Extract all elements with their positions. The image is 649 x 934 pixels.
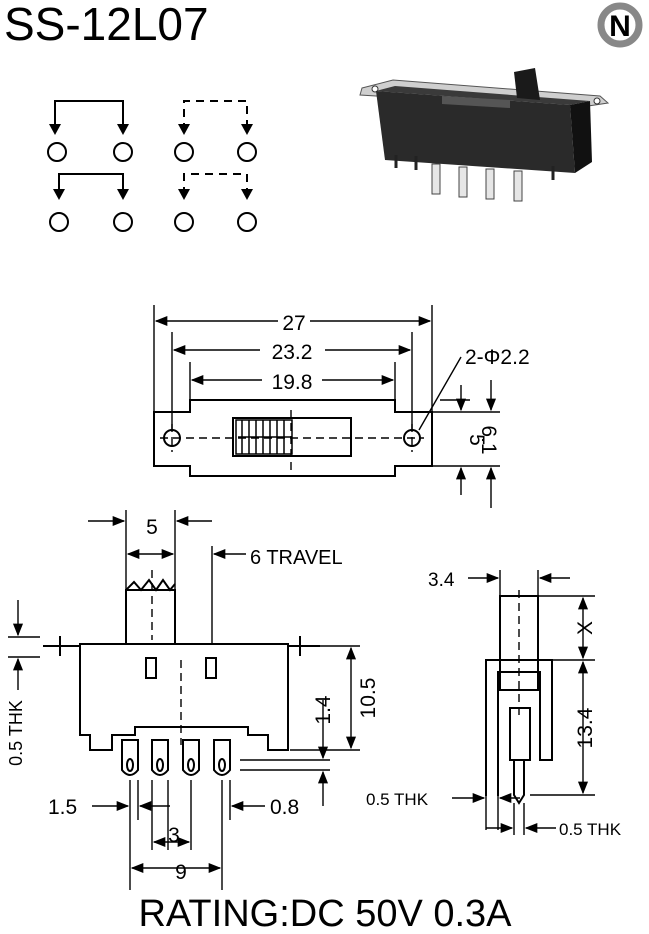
dim-flange-thickness: 0.5 THK [6, 700, 26, 766]
dim-height-outer: 6.1 [477, 425, 500, 454]
dim-pin-thickness-side: 0.5 THK [559, 820, 622, 839]
dim-pin-pitch: 3 [168, 824, 180, 847]
front-view: 5 6 TRAVEL 0.5 THK 1.4 10.5 1.5 0.8 3 9 [6, 510, 380, 890]
dim-width-overall: 27 [282, 312, 305, 335]
part-number-title: SS-12L07 [4, 0, 209, 50]
dim-pin-width: 1.5 [48, 796, 77, 819]
dim-total-height: 13.4 [574, 707, 597, 748]
logo-letter: N [609, 10, 631, 43]
brand-logo: N [597, 2, 643, 48]
dim-holes: 2-Φ2.2 [465, 346, 530, 369]
rating-text: RATING:DC 50V 0.3A [138, 893, 512, 934]
dim-hole-spacing: 23.2 [272, 341, 313, 364]
dim-actuator-depth: 3.4 [428, 570, 455, 591]
dim-travel: 6 TRAVEL [250, 547, 343, 569]
pole-schematic [47, 100, 257, 232]
dim-height-inner: 5 [465, 434, 488, 446]
dim-pin-span: 9 [175, 861, 187, 884]
side-view: 3.4 X 13.4 0.5 THK 0.5 THK [366, 570, 622, 839]
dim-actuator-height: X [574, 621, 597, 635]
dim-frame-thickness: 0.5 THK [366, 790, 429, 809]
dim-flange-offset: 1.4 [312, 695, 335, 725]
product-illustration [359, 68, 610, 202]
dim-actuator-width: 5 [146, 516, 158, 539]
top-view: 27 23.2 19.8 2-Φ2.2 5 6.1 [153, 305, 530, 508]
dim-body-height: 10.5 [357, 678, 380, 719]
dim-pin-thickness: 0.8 [270, 796, 299, 819]
dim-body-length: 19.8 [272, 371, 313, 394]
